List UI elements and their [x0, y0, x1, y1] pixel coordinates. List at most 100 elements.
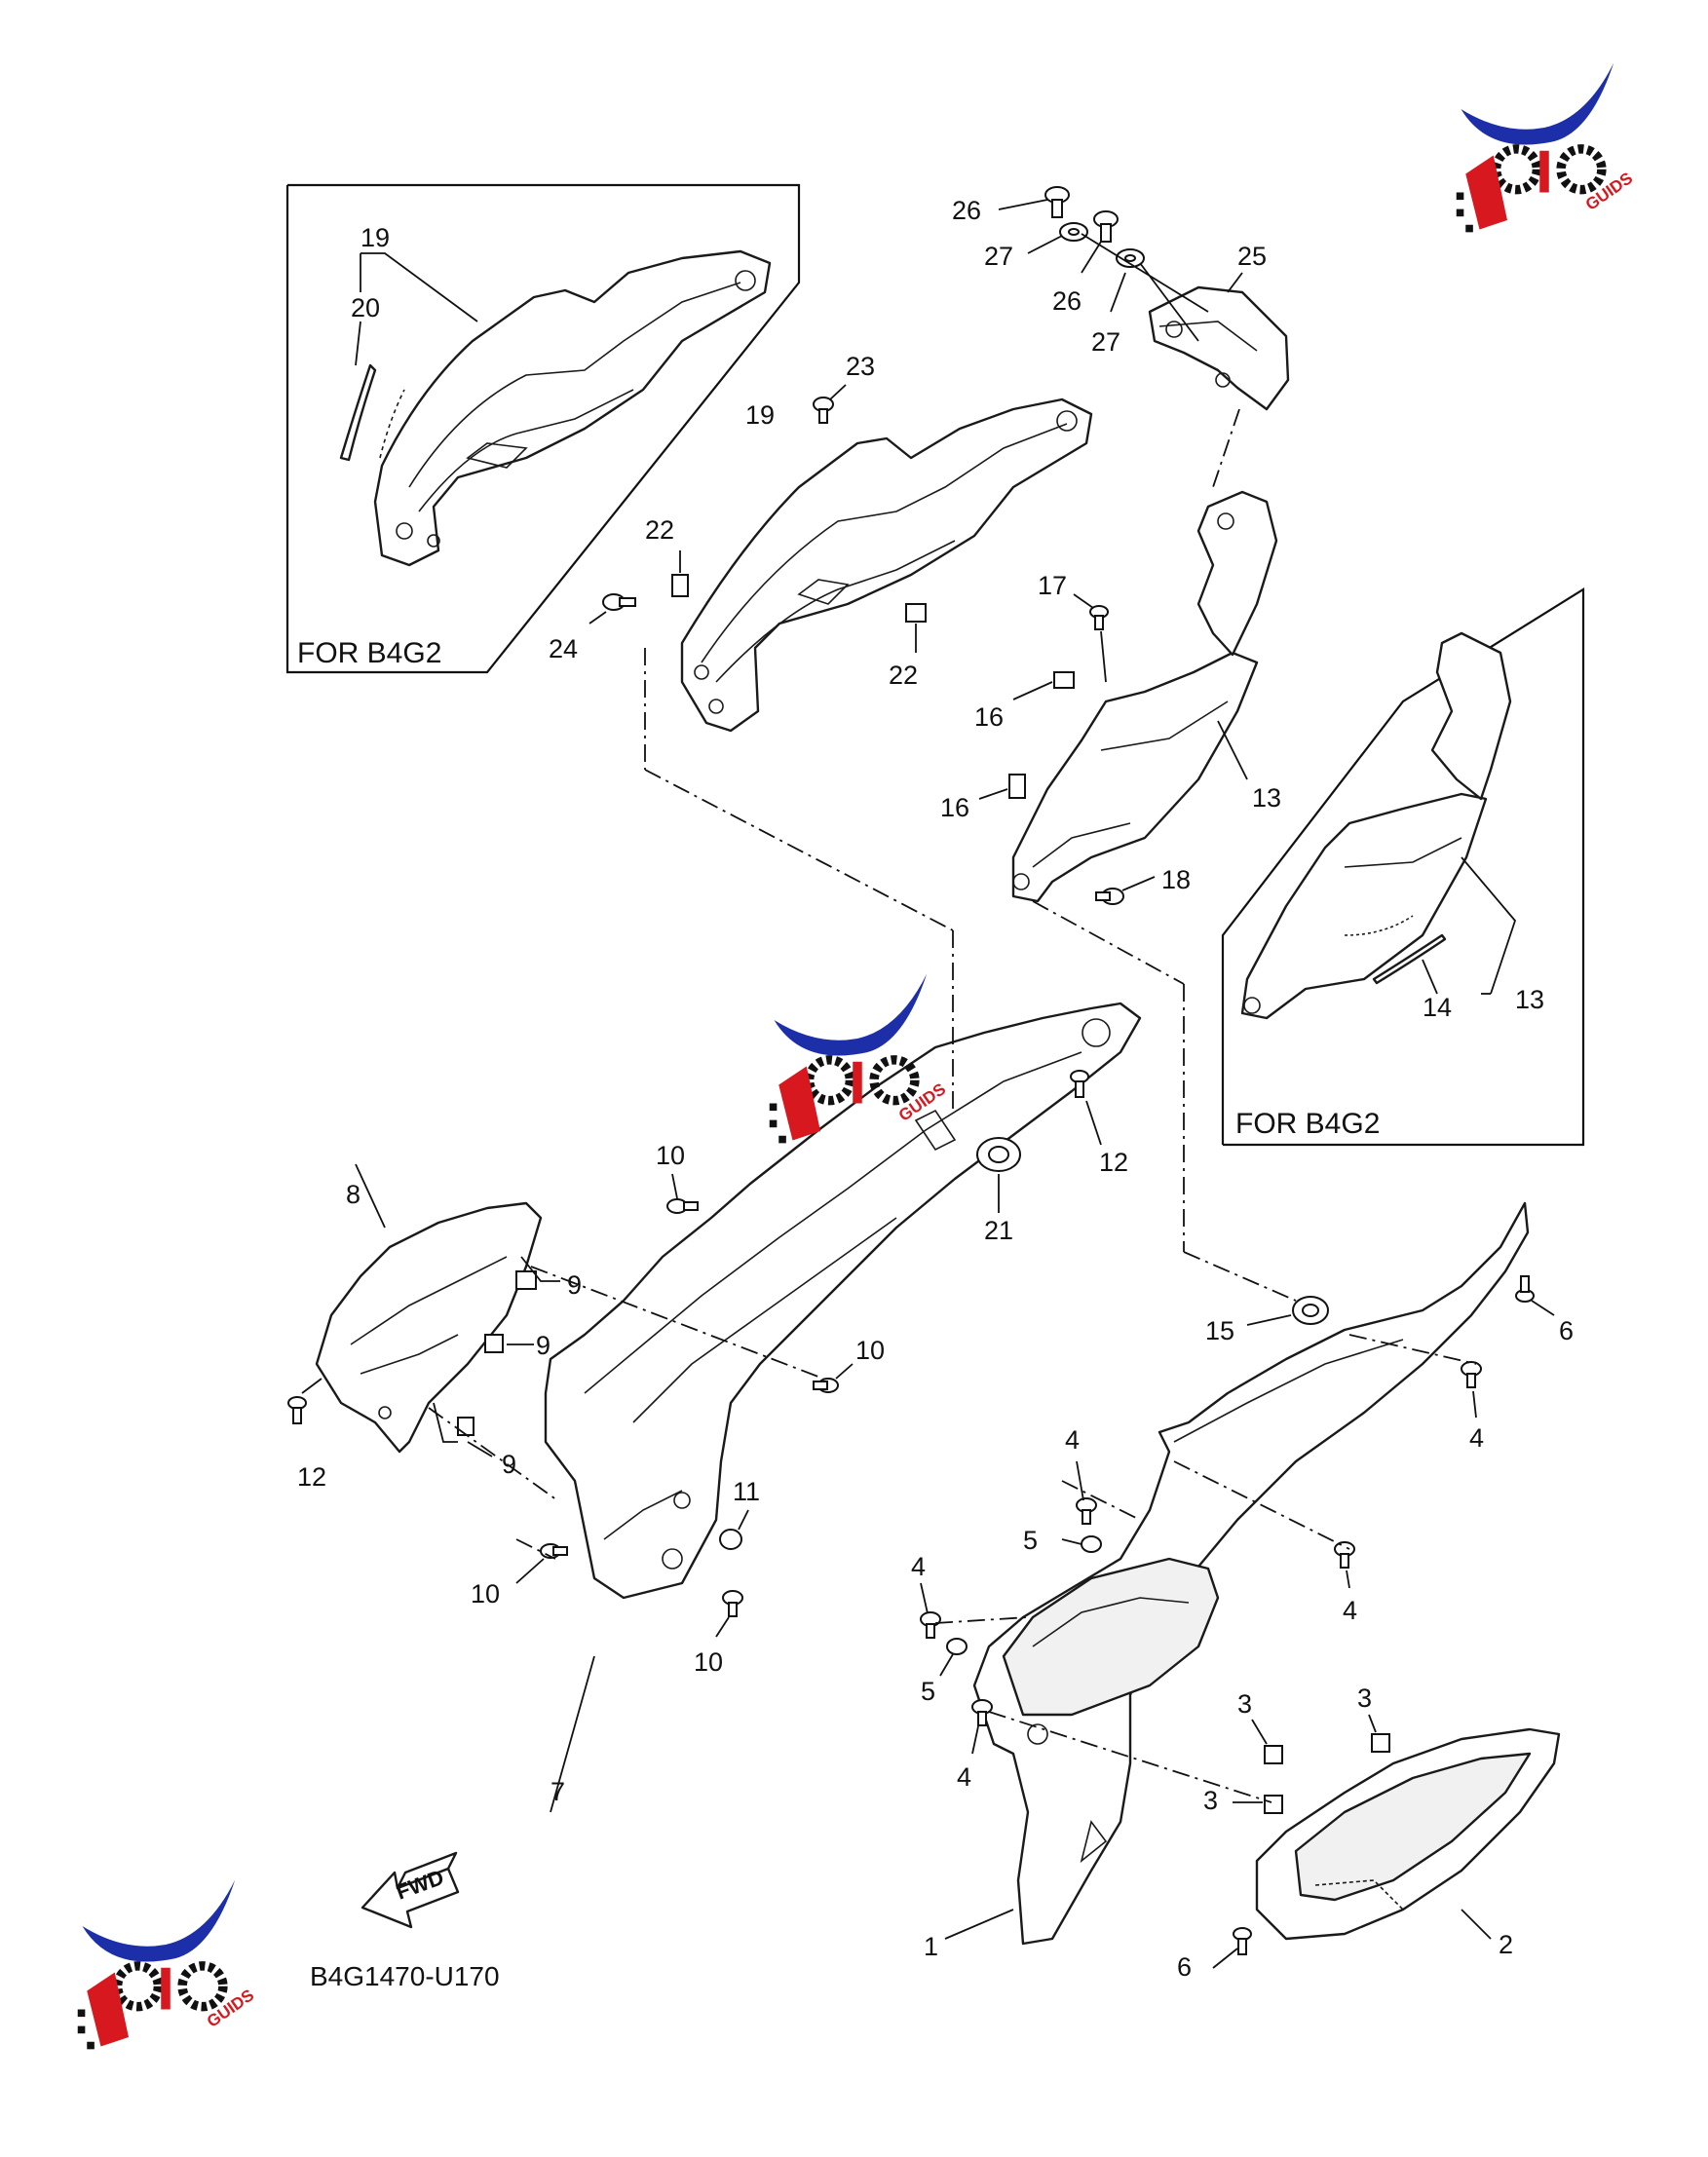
- clip-22-left: [671, 550, 689, 597]
- callout-9: 9: [567, 1270, 582, 1300]
- callout-11: 11: [733, 1477, 760, 1506]
- clip-3-a: [1251, 1719, 1283, 1764]
- washer-27-a: [1059, 222, 1088, 242]
- callout-13: 13: [1515, 985, 1544, 1014]
- callout-8: 8: [346, 1180, 361, 1209]
- callout-12: 12: [1099, 1148, 1128, 1177]
- callout-1: 1: [924, 1932, 938, 1961]
- callout-3: 3: [1203, 1786, 1218, 1815]
- callouts: 19 20 19 23 22 22 24 26 27 26 27 25 17 1…: [297, 196, 1574, 1982]
- screw-4-c: [1334, 1541, 1355, 1589]
- callout-27: 27: [1091, 327, 1120, 357]
- callout-4: 4: [1343, 1596, 1357, 1625]
- screw-17: [1073, 593, 1109, 683]
- bolt-10-d: [715, 1590, 743, 1638]
- fwd-arrow-icon: FWD: [361, 1851, 460, 1929]
- callout-4: 4: [1065, 1425, 1080, 1455]
- callout-16: 16: [974, 702, 1004, 732]
- callout-27: 27: [984, 242, 1013, 271]
- bolt-26-b: [1093, 210, 1119, 243]
- inset-box-right: FOR B4G2: [1221, 587, 1585, 1147]
- clip-16-b: [978, 774, 1026, 800]
- bolt-10-b: [813, 1363, 854, 1393]
- clip-6-b: [1212, 1927, 1252, 1969]
- callout-23: 23: [846, 352, 875, 381]
- callout-6: 6: [1177, 1952, 1192, 1982]
- callout-13: 13: [1252, 783, 1281, 813]
- grommet-21: [976, 1137, 1021, 1213]
- part-20-decal: [339, 363, 405, 462]
- callout-21: 21: [984, 1216, 1013, 1245]
- part-13-inset: [1240, 631, 1512, 1020]
- clip-3-b: [1368, 1714, 1390, 1753]
- callout-9: 9: [502, 1450, 516, 1479]
- inset-label-top-left: FOR B4G2: [297, 637, 441, 669]
- callout-5: 5: [921, 1677, 935, 1706]
- callout-3: 3: [1357, 1684, 1372, 1713]
- callout-22: 22: [645, 515, 674, 545]
- bolt-26-a: [1044, 186, 1070, 218]
- clip-3-c: [1233, 1795, 1283, 1814]
- part-8: [315, 1201, 543, 1454]
- callout-2: 2: [1499, 1930, 1513, 1959]
- clip-9-c: [457, 1417, 474, 1436]
- clip-6-a: [1515, 1275, 1555, 1316]
- part-7: [544, 1002, 1142, 1600]
- screw-4-d: [920, 1582, 941, 1639]
- bolt-24: [588, 593, 636, 624]
- callout-18: 18: [1161, 865, 1191, 894]
- callout-10: 10: [656, 1141, 685, 1170]
- screw-23: [813, 384, 847, 424]
- callout-10: 10: [855, 1336, 885, 1365]
- callout-10: 10: [694, 1647, 723, 1677]
- part-1: [972, 1201, 1530, 1946]
- callout-17: 17: [1038, 571, 1067, 600]
- screw-4-a: [1461, 1361, 1482, 1419]
- callout-5: 5: [1023, 1526, 1038, 1555]
- callout-10: 10: [471, 1579, 500, 1608]
- part-25-bracket: [1148, 285, 1290, 411]
- screw-18: [1095, 876, 1156, 905]
- bolt-10-a: [666, 1173, 699, 1214]
- callout-15: 15: [1205, 1316, 1234, 1345]
- watermark-logo-top-right: GUIDS: [1457, 63, 1636, 233]
- part-code: B4G1470-U170: [310, 1961, 500, 1991]
- part-14-decal: [1372, 933, 1447, 985]
- callout-20: 20: [351, 293, 380, 322]
- screw-4-b: [1076, 1460, 1097, 1525]
- callout-6: 6: [1559, 1316, 1574, 1345]
- clip-9-a: [515, 1270, 537, 1290]
- callout-4: 4: [911, 1552, 926, 1581]
- bolt-10-c: [515, 1543, 568, 1584]
- bushing-5-b: [939, 1638, 968, 1677]
- washer-27-b: [1116, 248, 1145, 268]
- callout-12: 12: [297, 1462, 326, 1492]
- callout-26: 26: [952, 196, 981, 225]
- clip-9-b: [484, 1334, 504, 1353]
- callout-25: 25: [1237, 242, 1267, 271]
- callout-19: 19: [361, 223, 390, 252]
- callout-22: 22: [889, 661, 918, 690]
- clip-16-a: [1012, 671, 1075, 700]
- part-19: [680, 397, 1093, 733]
- part-13: [1011, 490, 1278, 903]
- part-19-inset: [373, 249, 772, 567]
- callout-19: 19: [745, 400, 775, 430]
- callout-3: 3: [1237, 1689, 1252, 1719]
- callout-26: 26: [1052, 286, 1082, 316]
- callout-14: 14: [1423, 993, 1452, 1022]
- inset-label-right: FOR B4G2: [1235, 1108, 1380, 1140]
- callout-24: 24: [549, 634, 578, 663]
- bushing-5-a: [1061, 1535, 1102, 1553]
- callout-9: 9: [536, 1331, 550, 1360]
- clip-12-top: [1070, 1070, 1102, 1146]
- callout-4: 4: [1469, 1423, 1484, 1453]
- callout-16: 16: [940, 793, 969, 822]
- plug-11: [719, 1509, 749, 1550]
- screw-4-e: [971, 1699, 993, 1755]
- clip-12-left: [287, 1378, 323, 1424]
- watermark-logo-bottom-left: GUIDS: [78, 1880, 257, 2050]
- grommet-15: [1246, 1296, 1329, 1326]
- inset-box-top-left: FOR B4G2: [285, 183, 801, 674]
